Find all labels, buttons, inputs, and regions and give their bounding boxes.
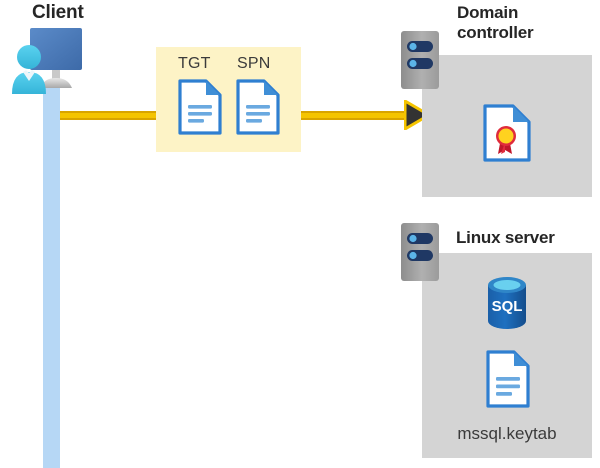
domain-controller-label: Domain controller <box>457 3 534 42</box>
arrow-line-left <box>60 111 156 120</box>
linux-server-label: Linux server <box>456 228 555 247</box>
server-icon <box>400 222 440 282</box>
sql-database-icon: SQL <box>483 275 531 331</box>
certificate-document-icon <box>483 104 531 162</box>
client-lifeline <box>43 84 60 468</box>
keytab-document-icon <box>486 350 530 408</box>
arrow-right-icon <box>404 100 430 130</box>
spn-document-icon <box>236 79 280 135</box>
keytab-filename-label: mssql.keytab <box>457 424 557 443</box>
svg-text:SQL: SQL <box>492 298 523 315</box>
spn-label: SPN <box>237 55 271 72</box>
message-box: TGT SPN <box>156 47 301 152</box>
tgt-label: TGT <box>178 55 211 72</box>
server-icon <box>400 30 440 90</box>
user-computer-icon <box>6 24 102 96</box>
client-label: Client <box>32 2 84 23</box>
tgt-document-icon <box>178 79 222 135</box>
arrow-line-right <box>301 111 421 120</box>
